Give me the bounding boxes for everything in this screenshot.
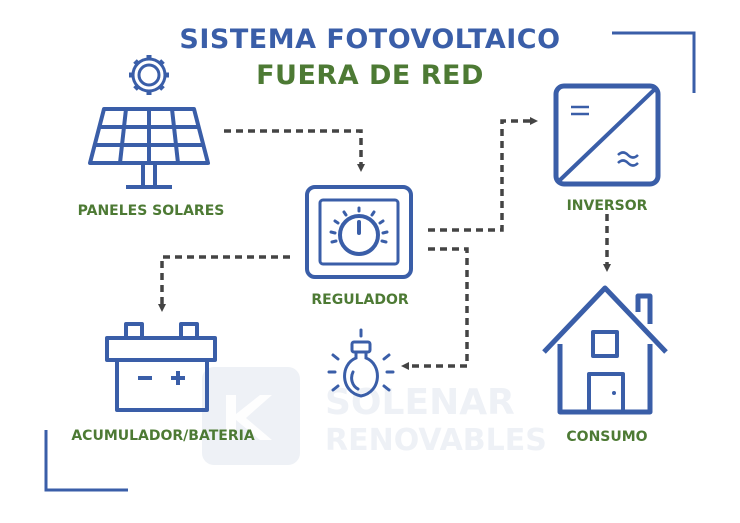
label-panels: PANELES SOLARES [77, 203, 225, 219]
corner-bracket-bottom-left [44, 430, 128, 492]
title-line-2: FUERA DE RED [256, 60, 484, 91]
battery-icon [105, 322, 217, 412]
label-battery: ACUMULADOR/BATERIA [71, 428, 255, 444]
label-regulator: REGULADOR [311, 292, 409, 308]
title-line-1: SISTEMA FOTOVOLTAICO [179, 24, 561, 55]
watermark-logo [202, 367, 300, 465]
light-bulb-icon [327, 328, 395, 398]
house-icon [542, 285, 668, 415]
watermark-line-1: SOLENAR [325, 382, 515, 423]
label-inverter: INVERSOR [566, 198, 648, 214]
arrow-regulator-to-inverter [428, 117, 538, 232]
solar-panel-icon [88, 107, 210, 189]
label-consumption: CONSUMO [566, 429, 648, 445]
arrow-regulator-to-bulb [401, 247, 469, 370]
inverter-icon [553, 83, 661, 187]
regulator-icon [305, 185, 413, 279]
watermark-line-2: RENOVABLES [325, 423, 547, 458]
arrow-regulator-to-battery [158, 255, 290, 312]
arrow-panels-to-regulator [224, 129, 365, 172]
gear-icon [129, 55, 169, 95]
corner-bracket-top-right [612, 31, 696, 93]
